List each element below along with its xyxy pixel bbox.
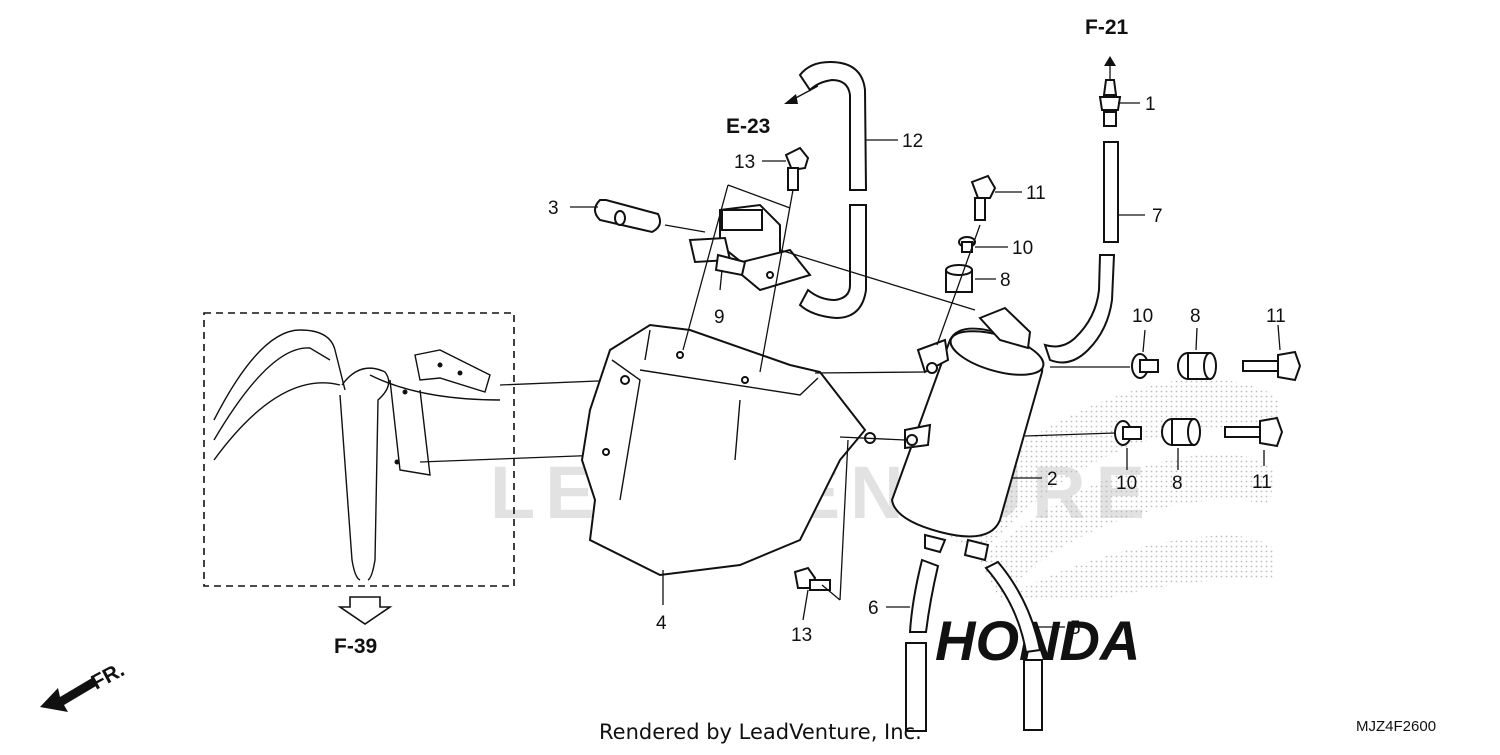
callout-13-top: 13 bbox=[734, 152, 755, 173]
callout-13-bottom: 13 bbox=[791, 625, 812, 646]
part-5-hose bbox=[984, 560, 1043, 731]
part-11-bolt-top bbox=[970, 174, 997, 221]
callout-10-right-top: 10 bbox=[1132, 306, 1153, 327]
part-8-grommet-top bbox=[945, 264, 973, 293]
callout-3: 3 bbox=[548, 198, 559, 219]
callout-5: 5 bbox=[1070, 618, 1081, 639]
callout-11-top: 11 bbox=[1026, 183, 1046, 204]
callout-8-right-top: 8 bbox=[1190, 306, 1201, 327]
reference-e-23: E-23 bbox=[726, 115, 770, 138]
callout-1: 1 bbox=[1145, 94, 1156, 115]
callout-6: 6 bbox=[868, 598, 879, 619]
frame-detail-box bbox=[203, 312, 515, 587]
callout-8-right-bottom: 8 bbox=[1172, 473, 1183, 494]
part-4-shroud bbox=[580, 323, 876, 577]
callout-8-top: 8 bbox=[1000, 270, 1011, 291]
part-11-bolt-right-bottom bbox=[1224, 416, 1284, 448]
part-6-hose bbox=[905, 558, 940, 732]
callout-11-right-top: 11 bbox=[1266, 306, 1286, 327]
callout-9: 9 bbox=[714, 307, 725, 328]
part-1-connector bbox=[1098, 79, 1122, 127]
callout-11-right-bottom: 11 bbox=[1252, 472, 1272, 493]
part-10-collar-top bbox=[958, 236, 976, 253]
part-9-solenoid-valve bbox=[688, 203, 812, 292]
callout-10-right-bottom: 10 bbox=[1116, 473, 1137, 494]
part-13-bolt-lower bbox=[793, 566, 831, 591]
footer-credit: Rendered by LeadVenture, Inc. bbox=[599, 720, 922, 744]
part-2-evap-canister bbox=[890, 306, 1045, 562]
front-direction-arrow: FR. bbox=[40, 658, 128, 712]
front-direction-label: FR. bbox=[88, 658, 129, 694]
callout-4: 4 bbox=[656, 613, 667, 634]
part-3-hose bbox=[594, 199, 661, 234]
part-10-collar-right-top bbox=[1131, 353, 1159, 379]
part-7-hose bbox=[1043, 141, 1119, 364]
reference-f-39: F-39 bbox=[334, 635, 377, 658]
part-12-bent-hose bbox=[798, 60, 868, 320]
reference-f-21: F-21 bbox=[1085, 16, 1129, 39]
part-13-bolt-upper bbox=[784, 146, 810, 191]
callout-12: 12 bbox=[902, 131, 923, 152]
part-11-bolt-right-top bbox=[1242, 350, 1302, 382]
part-8-grommet-right-top bbox=[1177, 352, 1217, 380]
callout-2: 2 bbox=[1047, 469, 1058, 490]
callout-10-top: 10 bbox=[1012, 238, 1033, 259]
callout-7: 7 bbox=[1152, 206, 1163, 227]
part-8-grommet-right-bottom bbox=[1161, 418, 1201, 446]
diagram-code: MJZ4F2600 bbox=[1356, 718, 1436, 735]
